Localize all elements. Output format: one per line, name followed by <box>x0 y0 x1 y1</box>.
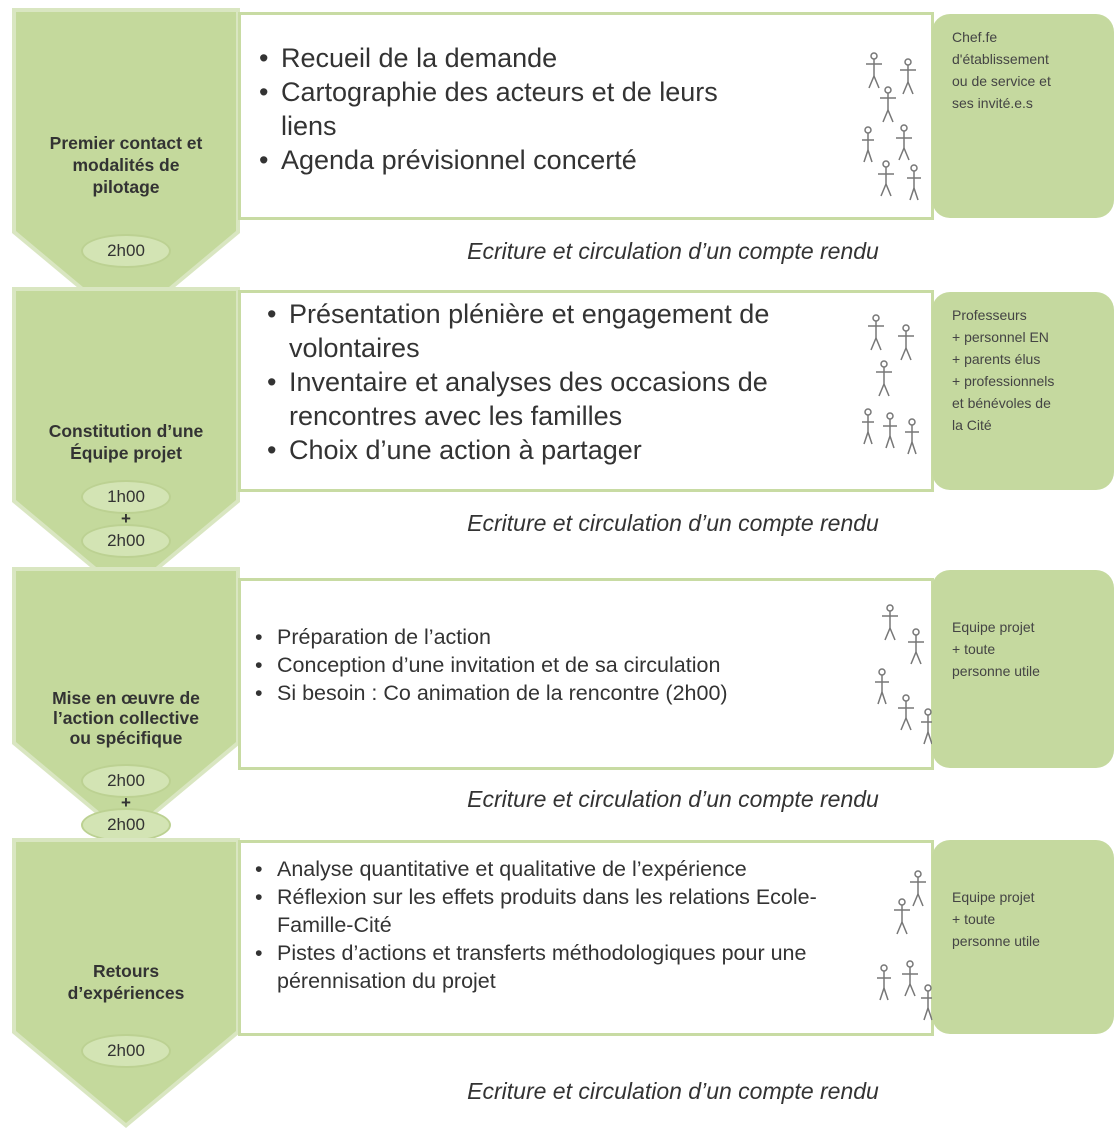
step-4-roles: Equipe projet + toute personne utile <box>932 840 1114 1034</box>
step-1-roles: Chef.fe d'établissement ou de service et… <box>932 14 1114 218</box>
role-line: d'établissement <box>952 51 1049 67</box>
step-2-roles: Professeurs + personnel EN + parents élu… <box>932 292 1114 490</box>
step-1-content: Recueil de la demande Cartographie des a… <box>238 12 934 220</box>
people-group-icon <box>872 868 936 1028</box>
step-2-report: Ecriture et circulation d’un compte rend… <box>467 510 879 536</box>
role-line: ou de service et <box>952 73 1051 89</box>
duration-badge: 2h00 <box>81 808 171 842</box>
role-line: Chef.fe <box>952 29 998 45</box>
role-line: Professeurs <box>952 307 1027 323</box>
duration-badge: 2h00 <box>81 764 171 798</box>
plus-sign: + <box>121 793 131 812</box>
bullet-item: Réflexion sur les effets produits dans l… <box>251 883 887 939</box>
step-2-title: Constitution d’une Équipe projet <box>48 421 204 463</box>
role-line: personne utile <box>952 933 1040 949</box>
people-group-icon <box>860 50 924 210</box>
people-group-icon <box>860 312 924 472</box>
role-line: + personnel EN <box>952 329 1049 345</box>
role-line: Equipe projet <box>952 619 1035 635</box>
step-1-report: Ecriture et circulation d’un compte rend… <box>467 238 879 264</box>
step-3-roles: Equipe projet + toute personne utile <box>932 570 1114 768</box>
step-3-report: Ecriture et circulation d’un compte rend… <box>467 786 879 812</box>
step-4-title: Retours d’expériences <box>67 961 185 1003</box>
step-1-duration: 2h00 <box>12 234 240 268</box>
role-line: personne utile <box>952 663 1040 679</box>
step-3-duration: 2h00 + 2h00 <box>12 764 240 842</box>
role-line: + parents élus <box>952 351 1041 367</box>
bullet-item: Inventaire et analyses des occasions de … <box>263 365 864 433</box>
plus-sign: + <box>121 509 131 528</box>
bullet-item: Pistes d’actions et transferts méthodolo… <box>251 939 837 995</box>
people-group-icon <box>872 602 936 762</box>
bullet-item: Si besoin : Co animation de la rencontre… <box>251 679 871 707</box>
role-line: et bénévoles de <box>952 395 1051 411</box>
bullet-item: Cartographie des acteurs et de leurs lie… <box>255 75 721 143</box>
role-line: ses invité.e.s <box>952 95 1033 111</box>
step-4-duration: 2h00 <box>12 1034 240 1068</box>
step-3-content: Préparation de l’action Conception d’une… <box>238 578 934 770</box>
bullet-item: Préparation de l’action <box>251 623 871 651</box>
role-line: + professionnels <box>952 373 1055 389</box>
duration-badge: 2h00 <box>81 524 171 558</box>
step-4-report: Ecriture et circulation d’un compte rend… <box>467 1078 879 1104</box>
step-2-content: Présentation plénière et engagement de v… <box>238 290 934 492</box>
duration-badge: 2h00 <box>81 234 171 268</box>
step-3-title: Mise en œuvre de l’action collective ou … <box>52 688 200 748</box>
step-1-title: Premier contact et modalités de pilotage <box>49 133 203 197</box>
bullet-item: Agenda prévisionnel concerté <box>255 143 855 177</box>
bullet-item: Présentation plénière et engagement de v… <box>263 297 864 365</box>
role-line: la Cité <box>952 417 992 433</box>
bullet-item: Analyse quantitative et qualitative de l… <box>251 855 901 883</box>
duration-badge: 1h00 <box>81 480 171 514</box>
bullet-item: Conception d’une invitation et de sa cir… <box>251 651 871 679</box>
role-line: Equipe projet <box>952 889 1035 905</box>
step-2-duration: 1h00 + 2h00 <box>12 480 240 558</box>
bullet-item: Recueil de la demande <box>255 41 855 75</box>
role-line: + toute <box>952 911 996 927</box>
duration-badge: 2h00 <box>81 1034 171 1068</box>
role-line: + toute <box>952 641 996 657</box>
step-4-content: Analyse quantitative et qualitative de l… <box>238 840 934 1036</box>
bullet-item: Choix d’une action à partager <box>263 433 863 467</box>
